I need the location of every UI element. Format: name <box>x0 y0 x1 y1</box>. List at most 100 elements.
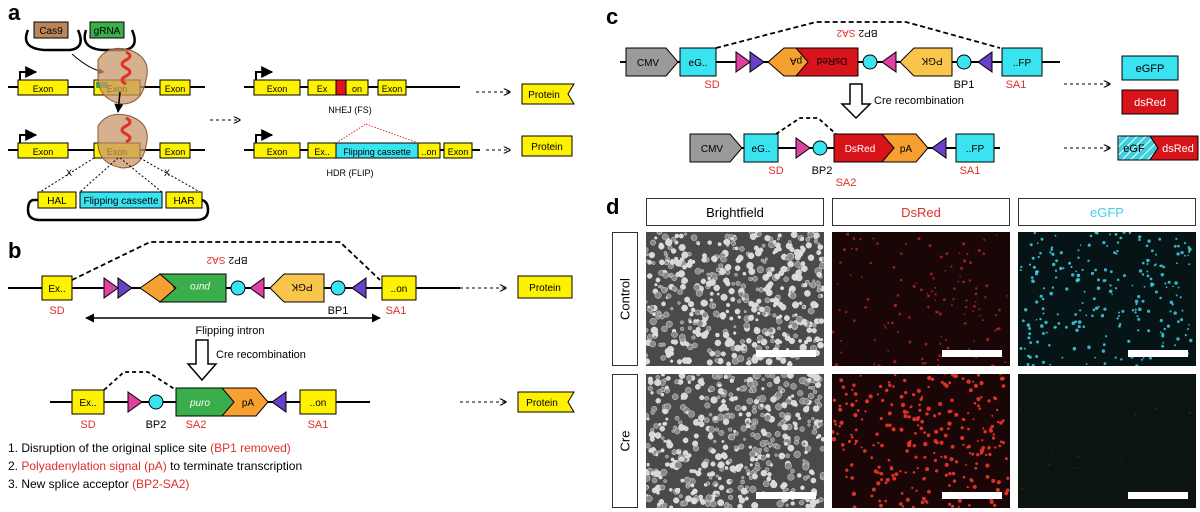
cell <box>916 416 921 420</box>
cell <box>670 248 677 254</box>
cell <box>1074 313 1077 316</box>
cell <box>810 477 817 484</box>
cell <box>1154 408 1157 411</box>
cell <box>842 448 845 451</box>
note-3-red: (BP2-SA2) <box>132 477 189 491</box>
exon-box <box>17 142 69 159</box>
cell <box>982 319 984 322</box>
cell <box>685 495 692 502</box>
cell <box>650 391 654 395</box>
cell <box>803 321 808 326</box>
cell <box>918 408 922 412</box>
cell <box>1103 268 1108 272</box>
cell <box>805 503 811 508</box>
cell <box>988 428 993 433</box>
cell <box>663 439 667 443</box>
cell <box>1090 431 1092 433</box>
cell <box>748 388 753 393</box>
cell <box>933 451 936 455</box>
cell <box>706 472 712 477</box>
cell <box>666 376 671 381</box>
cell <box>972 380 975 383</box>
cell <box>709 476 713 480</box>
note-1: 1. Disruption of the original splice sit… <box>8 441 291 455</box>
cas9-complex <box>97 47 148 105</box>
cell <box>795 269 802 276</box>
cell <box>1091 314 1094 318</box>
cell <box>872 444 875 447</box>
cell <box>810 385 815 391</box>
cell <box>1187 254 1189 257</box>
cell <box>902 409 907 414</box>
cell <box>840 339 843 342</box>
cell <box>1000 440 1003 443</box>
cell <box>1029 243 1033 247</box>
cell <box>662 272 669 279</box>
cell <box>1166 324 1170 328</box>
cell <box>784 462 792 470</box>
cell <box>991 414 994 417</box>
cell <box>758 447 763 452</box>
cell <box>947 421 952 426</box>
cell <box>1050 246 1054 249</box>
cell <box>684 232 688 236</box>
cell <box>883 324 886 327</box>
cell <box>719 467 724 472</box>
cell <box>748 276 753 282</box>
cell <box>768 442 774 447</box>
cell <box>1083 290 1086 293</box>
cell <box>670 359 674 363</box>
cell <box>807 254 815 261</box>
cell <box>887 350 890 352</box>
cell <box>760 338 768 346</box>
cell <box>1050 248 1053 251</box>
cell <box>860 276 863 278</box>
cell <box>698 467 702 471</box>
cell <box>660 448 665 453</box>
cell <box>674 233 680 239</box>
cell <box>942 382 947 386</box>
cell <box>1175 294 1178 297</box>
cell <box>737 315 742 319</box>
cell <box>887 458 891 462</box>
cell <box>926 292 928 295</box>
cell <box>722 418 730 425</box>
cell <box>751 408 758 414</box>
cell <box>1002 441 1005 445</box>
cell <box>933 414 937 418</box>
cell <box>1081 268 1084 271</box>
cell <box>658 499 665 505</box>
cell <box>675 272 681 277</box>
cell <box>653 449 658 454</box>
cell <box>778 452 786 460</box>
cell <box>1177 320 1180 323</box>
cell <box>743 345 747 350</box>
cell <box>681 277 688 284</box>
cell <box>656 232 663 235</box>
b-pa-box <box>220 387 269 417</box>
cell <box>772 240 777 244</box>
b-pa-label: pA <box>242 398 255 409</box>
cell <box>658 242 664 248</box>
cas9-label: Cas9 <box>39 26 63 37</box>
col-header-dsred: DsRed <box>832 198 1010 226</box>
flipping-cassette-label: Flipping cassette <box>343 147 411 157</box>
cell <box>1052 262 1056 267</box>
cell <box>892 476 897 481</box>
cell <box>1027 336 1031 340</box>
cell <box>1032 265 1036 269</box>
cell <box>1148 449 1151 452</box>
cell <box>767 382 773 388</box>
cell <box>1149 356 1152 360</box>
cell <box>772 313 777 318</box>
cell <box>797 416 802 420</box>
cell <box>646 468 648 472</box>
cell <box>919 426 924 431</box>
cell <box>934 286 937 289</box>
cell <box>944 473 948 477</box>
cell <box>665 462 670 467</box>
cell <box>818 497 824 503</box>
b-protein-label: Protein <box>526 398 558 409</box>
cell <box>752 474 758 479</box>
